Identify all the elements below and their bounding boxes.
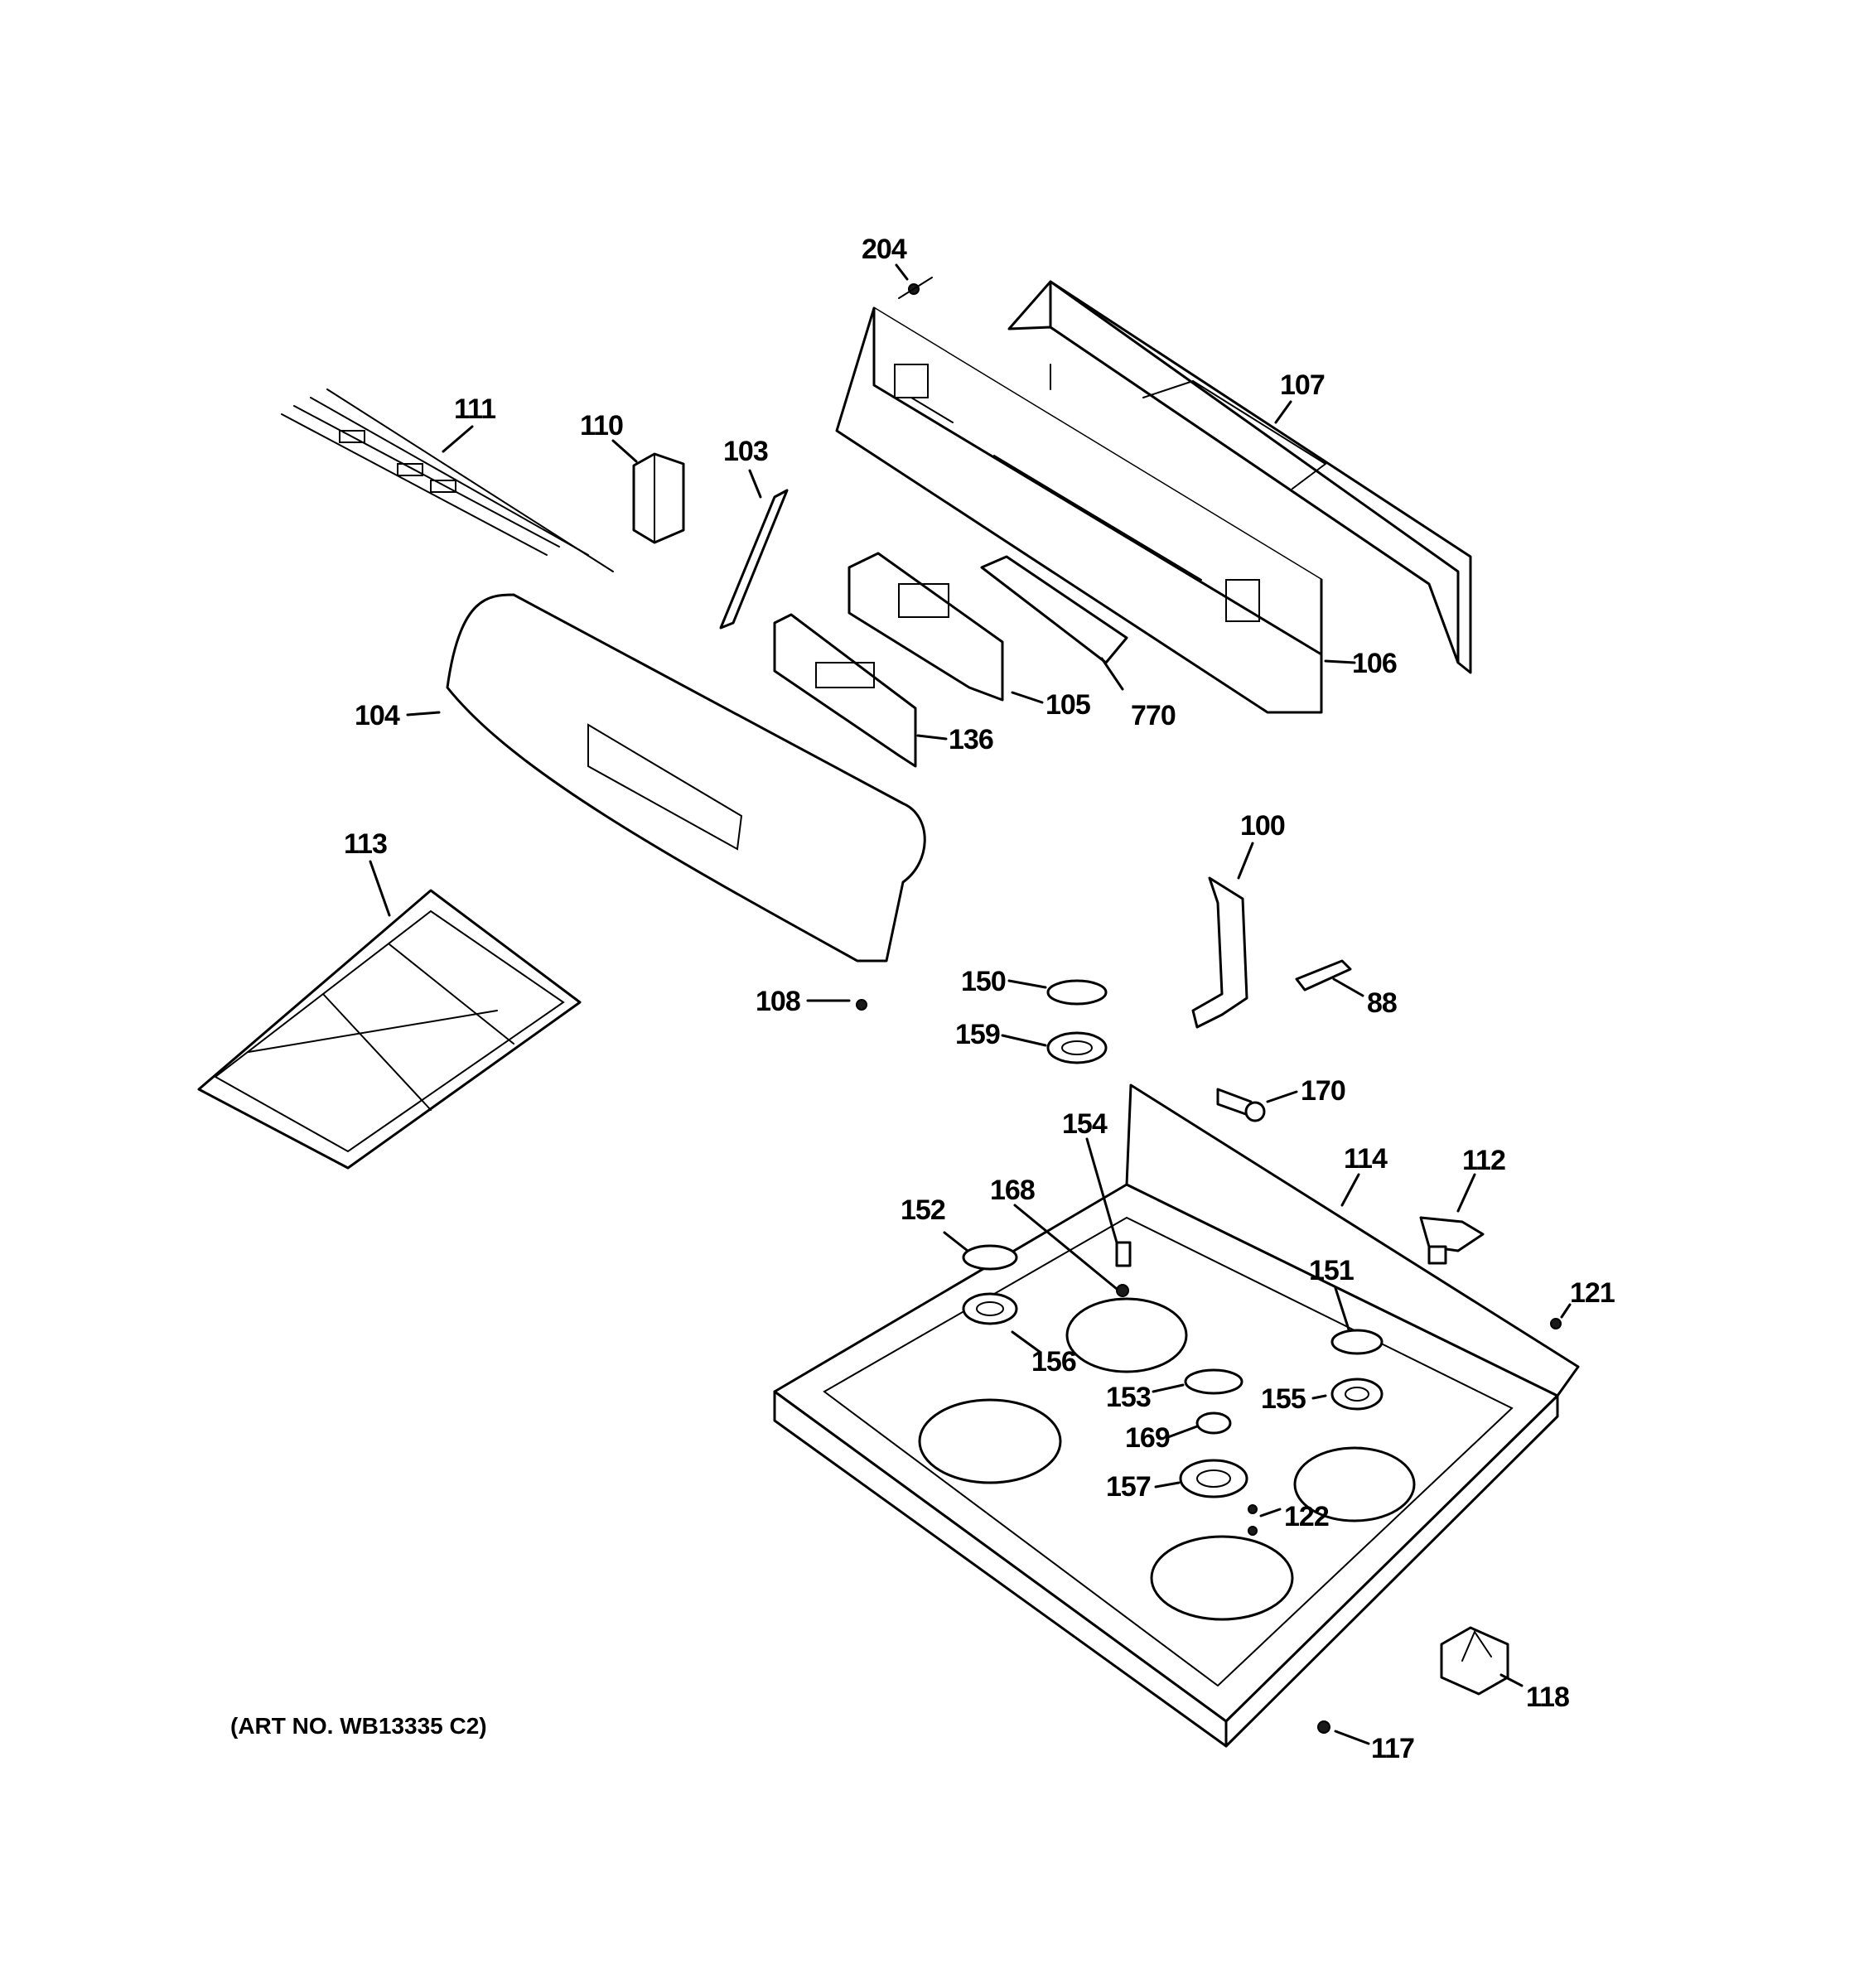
part-151-burner-cap [1330, 1329, 1384, 1355]
callout-111: 111 [454, 393, 495, 425]
part-168-orifice-holder [1116, 1284, 1129, 1297]
callout-156: 156 [1031, 1346, 1076, 1378]
callout-153: 153 [1106, 1382, 1151, 1413]
callout-122: 122 [1284, 1501, 1329, 1532]
callout-155: 155 [1261, 1383, 1306, 1415]
callout-159: 159 [955, 1019, 1000, 1050]
part-152-burner-cap [962, 1244, 1018, 1271]
part-106-backguard-frame [835, 306, 1323, 714]
part-107-rear-cover [1007, 280, 1472, 674]
callout-113: 113 [344, 828, 387, 860]
part-110-relay-box [632, 452, 685, 544]
callout-112: 112 [1462, 1145, 1505, 1176]
callout-108: 108 [756, 986, 800, 1017]
callout-88: 88 [1367, 987, 1397, 1019]
callout-169: 169 [1125, 1422, 1170, 1454]
part-117-nut [1317, 1720, 1330, 1734]
part-153-burner-cap [1184, 1368, 1243, 1395]
part-104-control-panel [446, 593, 926, 963]
part-157-burner-head [1179, 1459, 1248, 1498]
callout-151: 151 [1309, 1255, 1354, 1286]
callout-105: 105 [1045, 689, 1090, 721]
part-88-clip [1295, 959, 1352, 992]
callout-150: 150 [961, 966, 1006, 997]
part-122-screw [1248, 1504, 1258, 1536]
art-number-caption: (ART NO. WB13335 C2) [230, 1713, 487, 1739]
part-169-simmer-ring [1195, 1411, 1232, 1435]
part-170-screw [1216, 1088, 1266, 1122]
callout-114: 114 [1344, 1143, 1388, 1175]
part-113-burner-grate [197, 889, 582, 1170]
part-111-wire-harness [281, 388, 614, 572]
part-108-screw [856, 999, 867, 1011]
callout-204: 204 [862, 234, 907, 265]
part-105-control-board [847, 552, 1004, 702]
part-204-screw [898, 277, 933, 299]
callout-170: 170 [1301, 1075, 1345, 1107]
callout-136: 136 [949, 724, 993, 755]
callout-110: 110 [580, 410, 623, 442]
part-136-touch-overlay [773, 613, 917, 768]
callout-106: 106 [1352, 648, 1397, 679]
callout-154: 154 [1062, 1108, 1108, 1140]
part-112-valve [1419, 1216, 1485, 1265]
part-100-bracket [1191, 876, 1248, 1029]
callout-770: 770 [1131, 700, 1176, 731]
callout-118: 118 [1526, 1682, 1569, 1713]
part-770-insulation [980, 555, 1128, 664]
part-154-orifice [1115, 1241, 1132, 1267]
leader-lines [369, 263, 1572, 1745]
part-118-leveling-foot [1440, 1626, 1509, 1696]
callout-157: 157 [1106, 1471, 1151, 1503]
part-150-burner-cap [1046, 979, 1108, 1006]
callout-103: 103 [723, 436, 768, 467]
part-156-burner-head [962, 1292, 1018, 1325]
part-121-screw [1550, 1318, 1562, 1329]
callout-152: 152 [901, 1194, 945, 1226]
part-159-burner-head [1046, 1031, 1108, 1064]
callout-100: 100 [1240, 810, 1285, 842]
callout-104: 104 [355, 700, 400, 731]
callout-168: 168 [990, 1175, 1035, 1206]
part-103-bracket [719, 489, 789, 630]
callout-121: 121 [1570, 1277, 1615, 1309]
callout-107: 107 [1280, 369, 1325, 401]
callout-117: 117 [1371, 1733, 1414, 1764]
part-155-burner-head [1330, 1378, 1384, 1411]
